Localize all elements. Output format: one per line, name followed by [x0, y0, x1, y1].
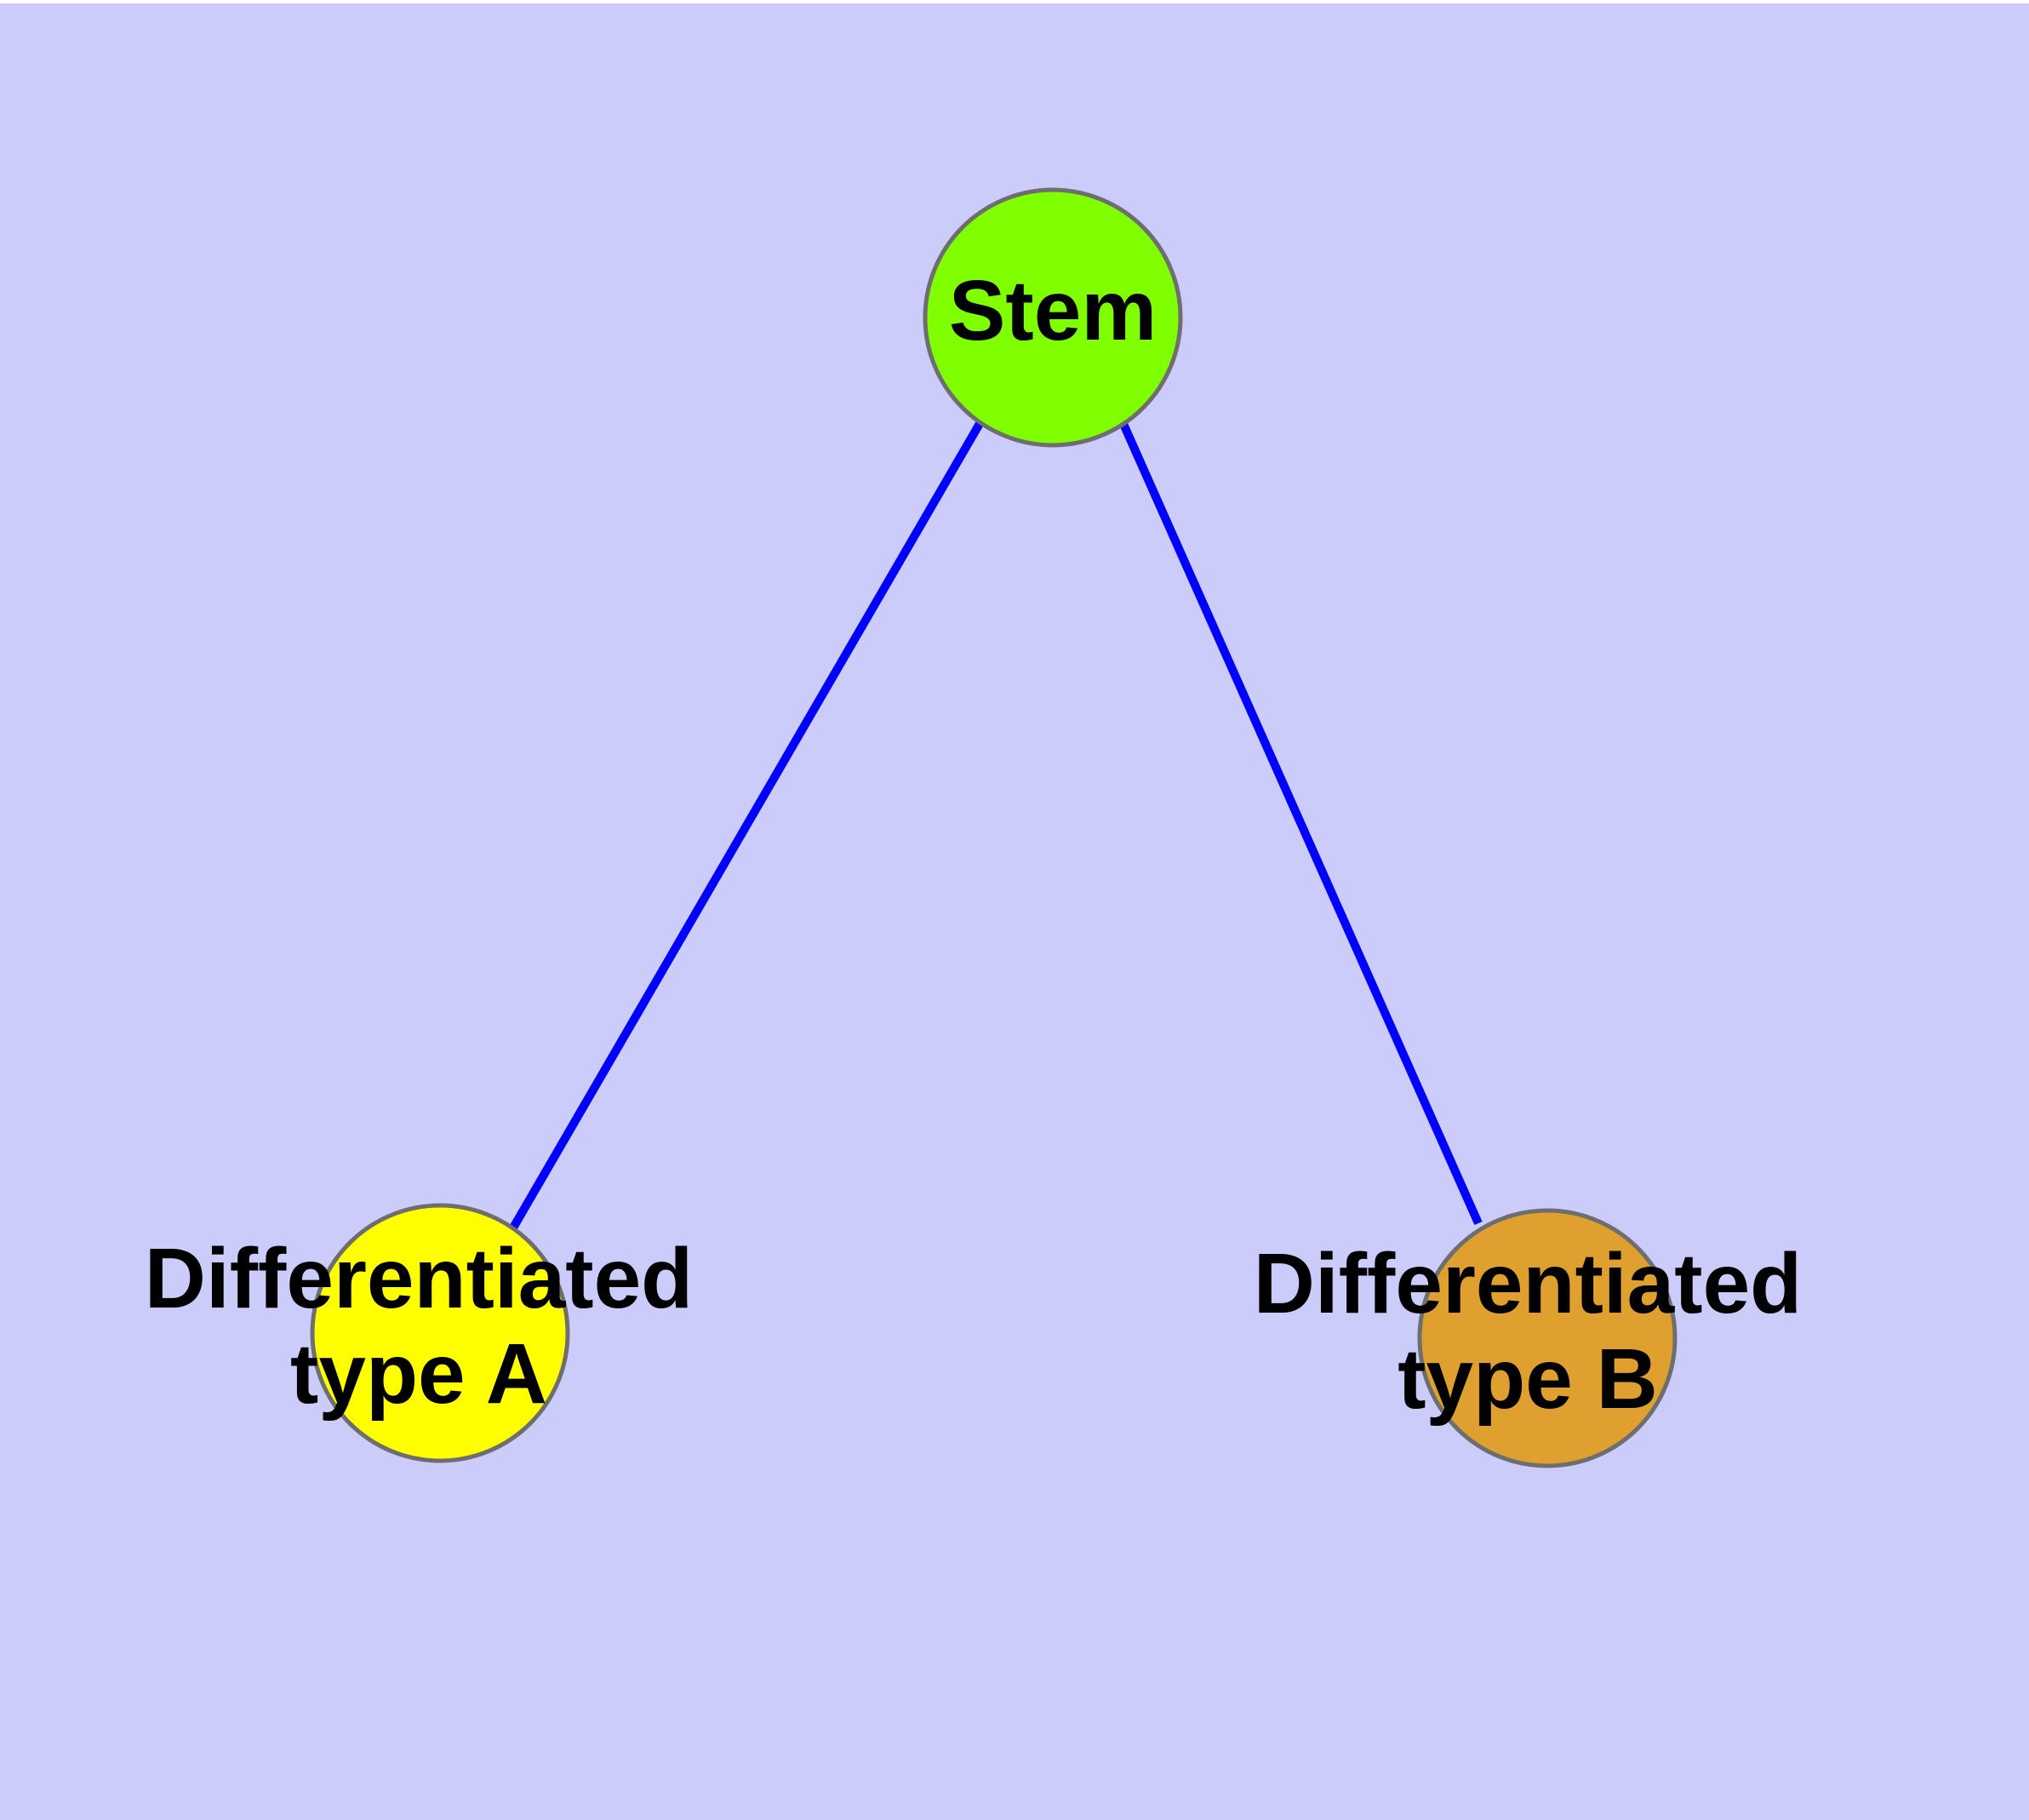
- label-line: Differentiated: [145, 1231, 694, 1326]
- label-line: type A: [290, 1326, 547, 1422]
- node-diff-b-circle[interactable]: [1417, 1208, 1677, 1468]
- canvas-top-edge: [0, 0, 2029, 3]
- node-stem-circle[interactable]: [923, 187, 1183, 448]
- label-line: Stem: [949, 263, 1157, 358]
- label-line: Differentiated: [1254, 1236, 1803, 1331]
- node-diff-a-circle[interactable]: [310, 1203, 570, 1463]
- node-diff-b[interactable]: [1417, 1208, 1677, 1468]
- node-layer: [310, 187, 1677, 1468]
- edge-stem-to-diff-a[interactable]: [508, 420, 985, 1232]
- edge-layer: [508, 420, 1483, 1232]
- node-stem[interactable]: [923, 187, 1183, 448]
- edge-stem-to-diff-b[interactable]: [1119, 421, 1483, 1226]
- node-diff-a[interactable]: [310, 1203, 570, 1463]
- label-line: type B: [1397, 1331, 1658, 1427]
- node-stem-label: Stem: [949, 263, 1157, 358]
